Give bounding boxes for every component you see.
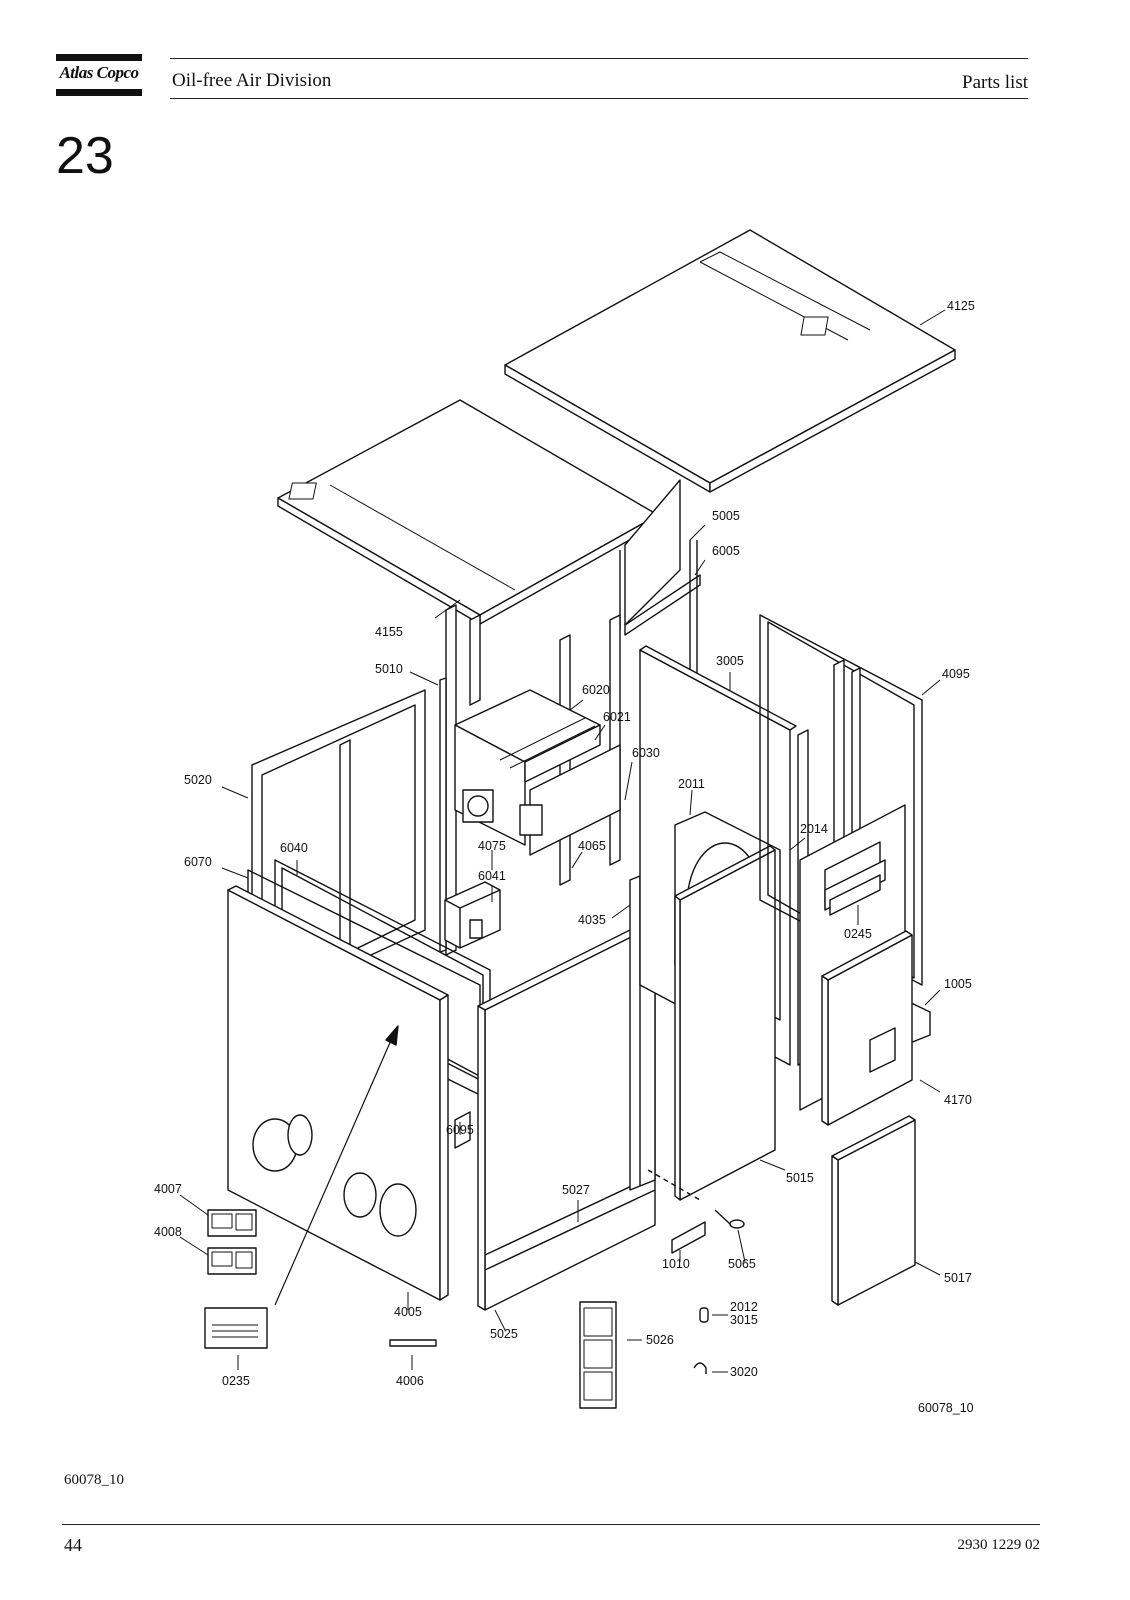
callout: 4008 xyxy=(154,1225,182,1239)
callout: 0235 xyxy=(222,1374,250,1388)
callout: 3020 xyxy=(730,1365,758,1379)
placement-arrow xyxy=(274,1025,399,1306)
callout: 4075 xyxy=(478,839,506,853)
callout: 4170 xyxy=(944,1093,972,1107)
callout: 5027 xyxy=(562,1183,590,1197)
callout: 6005 xyxy=(712,544,740,558)
callout: 4006 xyxy=(396,1374,424,1388)
callout: 6021 xyxy=(603,710,631,724)
label-4007 xyxy=(207,1209,257,1237)
callout: 6020 xyxy=(582,683,610,697)
callout: 1005 xyxy=(944,977,972,991)
callout: 6040 xyxy=(280,841,308,855)
front-panel-5025 xyxy=(477,920,656,1311)
callout: 0245 xyxy=(844,927,872,941)
document-code: 2930 1229 02 xyxy=(957,1537,1041,1553)
lower-door-5017 xyxy=(831,1115,916,1306)
callout: 6030 xyxy=(632,746,660,760)
logo-bar-bottom xyxy=(56,89,142,96)
side-door-5015 xyxy=(674,845,776,1201)
leader-lines xyxy=(179,309,946,1373)
bracket-6095 xyxy=(454,1111,471,1149)
atlas-copco-logo: Atlas Copco xyxy=(56,54,142,96)
section-title: Parts list xyxy=(962,72,1028,93)
callout: 4155 xyxy=(375,625,403,639)
callout: 5015 xyxy=(786,1171,814,1185)
header-rule-bottom xyxy=(170,98,1028,99)
callout: 4095 xyxy=(942,667,970,681)
data-plate-0235 xyxy=(204,1307,268,1349)
callout: 4125 xyxy=(947,299,975,313)
callout: 4007 xyxy=(154,1182,182,1196)
clip-2012 xyxy=(699,1307,709,1323)
callout: 4005 xyxy=(394,1305,422,1319)
callout: 3015 xyxy=(730,1313,758,1327)
front-door-4005 xyxy=(227,885,449,1301)
callout: 2014 xyxy=(800,822,828,836)
callout: 5010 xyxy=(375,662,403,676)
page-number: 44 xyxy=(64,1535,82,1555)
label-4008 xyxy=(207,1247,257,1275)
callout: 5025 xyxy=(490,1327,518,1341)
callout: 5005 xyxy=(712,509,740,523)
roof-panel-rear xyxy=(504,229,956,493)
callout: 6070 xyxy=(184,855,212,869)
dashed-assembly-line xyxy=(647,1169,701,1201)
strip-1010 xyxy=(671,1221,706,1254)
small-duct-box xyxy=(444,881,501,949)
callout: 6041 xyxy=(478,869,506,883)
callout: 1010 xyxy=(662,1257,690,1271)
page-heading-number: 23 xyxy=(56,127,114,185)
callout: 4065 xyxy=(578,839,606,853)
drawing-lines xyxy=(204,229,956,1409)
logo-bar-top xyxy=(56,54,142,61)
division-title: Oil-free Air Division xyxy=(172,70,332,91)
callout: 5065 xyxy=(728,1257,756,1271)
callout: 5017 xyxy=(944,1271,972,1285)
callout: 4035 xyxy=(578,913,606,927)
callout-labels: 4125 4155 5005 6005 5010 6020 6021 6030 … xyxy=(154,299,975,1415)
footer-figure-reference: 60078_10 xyxy=(64,1472,124,1488)
callout: 3005 xyxy=(716,654,744,668)
side-door-4170 xyxy=(821,930,913,1126)
callout: 6095 xyxy=(446,1123,474,1137)
clip-3020 xyxy=(693,1362,707,1374)
callout: 5026 xyxy=(646,1333,674,1347)
header-rule-top xyxy=(170,58,1028,59)
decal-5026 xyxy=(579,1301,617,1409)
callout: 2011 xyxy=(678,777,705,791)
fan-duct-assembly xyxy=(454,689,621,856)
figure-reference: 60078_10 xyxy=(918,1401,974,1415)
callout: 5020 xyxy=(184,773,212,787)
callout: 2012 xyxy=(730,1300,758,1314)
pin-5065 xyxy=(714,1209,745,1229)
logo-wordmark: Atlas Copco xyxy=(59,63,139,82)
roof-panel-front xyxy=(277,399,659,625)
footer-rule xyxy=(62,1524,1040,1525)
strip-4006 xyxy=(389,1339,437,1347)
